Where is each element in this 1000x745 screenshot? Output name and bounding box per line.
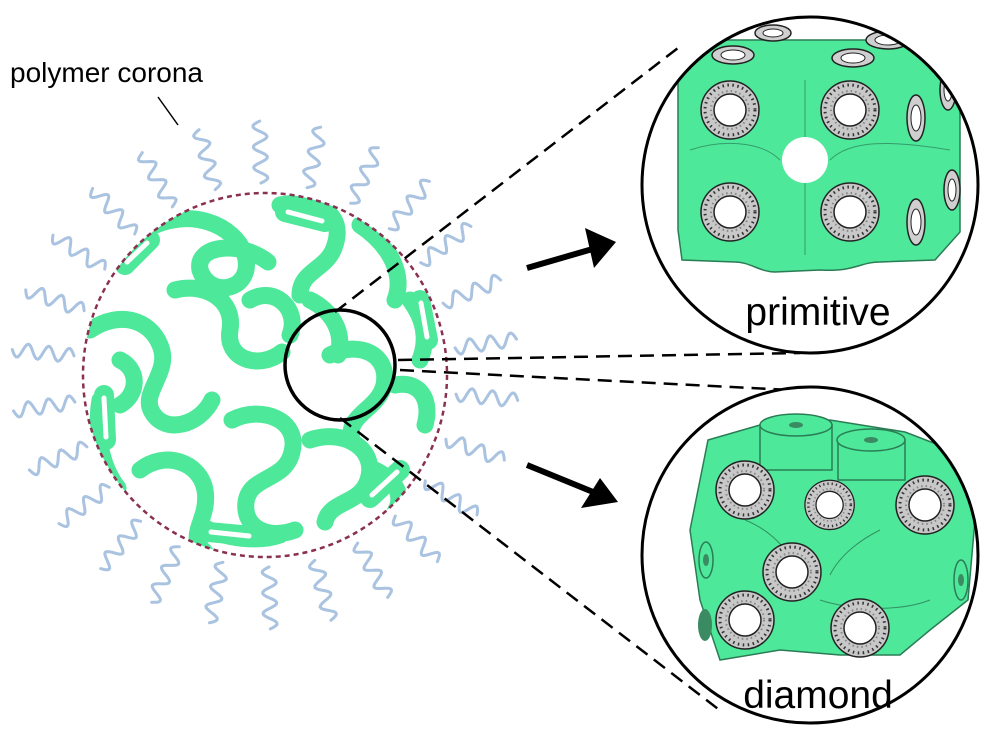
corona-strand xyxy=(136,151,178,209)
corona-strand xyxy=(12,394,77,419)
corona-strand xyxy=(441,273,503,310)
corona-strand xyxy=(51,233,107,271)
arrow-right-icon xyxy=(526,228,616,271)
corona-strand xyxy=(349,146,380,205)
zoom-projection-lines xyxy=(334,47,801,713)
corona-strand xyxy=(352,541,394,599)
corona-strand xyxy=(454,387,520,408)
corona-strand xyxy=(89,186,139,236)
corona-strand xyxy=(391,514,441,564)
corona-strand xyxy=(423,479,479,517)
corona-strand xyxy=(27,440,89,477)
polymer-corona-label: polymer corona xyxy=(10,57,203,88)
corona-strand xyxy=(99,518,143,572)
zoom-region-circle xyxy=(283,308,397,422)
primitive-phase-inset: primitive xyxy=(640,15,980,355)
primitive-label: primitive xyxy=(745,291,890,334)
arrow-right-icon xyxy=(525,462,618,508)
nanoparticle-sphere xyxy=(81,191,449,559)
polymer-corona-strands xyxy=(10,119,520,631)
corona-strand xyxy=(387,178,431,232)
corona-strand xyxy=(191,128,223,192)
corona-strand xyxy=(24,286,86,314)
corona-strand xyxy=(57,482,111,529)
corona-strand xyxy=(301,125,326,190)
corona-strand xyxy=(453,331,518,356)
corona-label-pointer xyxy=(157,96,179,126)
corona-strand xyxy=(10,342,76,363)
corona-strand xyxy=(307,558,339,622)
diamond-label: diamond xyxy=(743,674,893,717)
corona-strand xyxy=(444,436,506,464)
corona-strand xyxy=(150,545,181,604)
corona-strand xyxy=(251,119,270,185)
diamond-phase-inset: diamond xyxy=(640,385,980,725)
corona-strand xyxy=(419,221,473,268)
corona-strand xyxy=(260,565,279,631)
corona-strand xyxy=(204,560,229,625)
